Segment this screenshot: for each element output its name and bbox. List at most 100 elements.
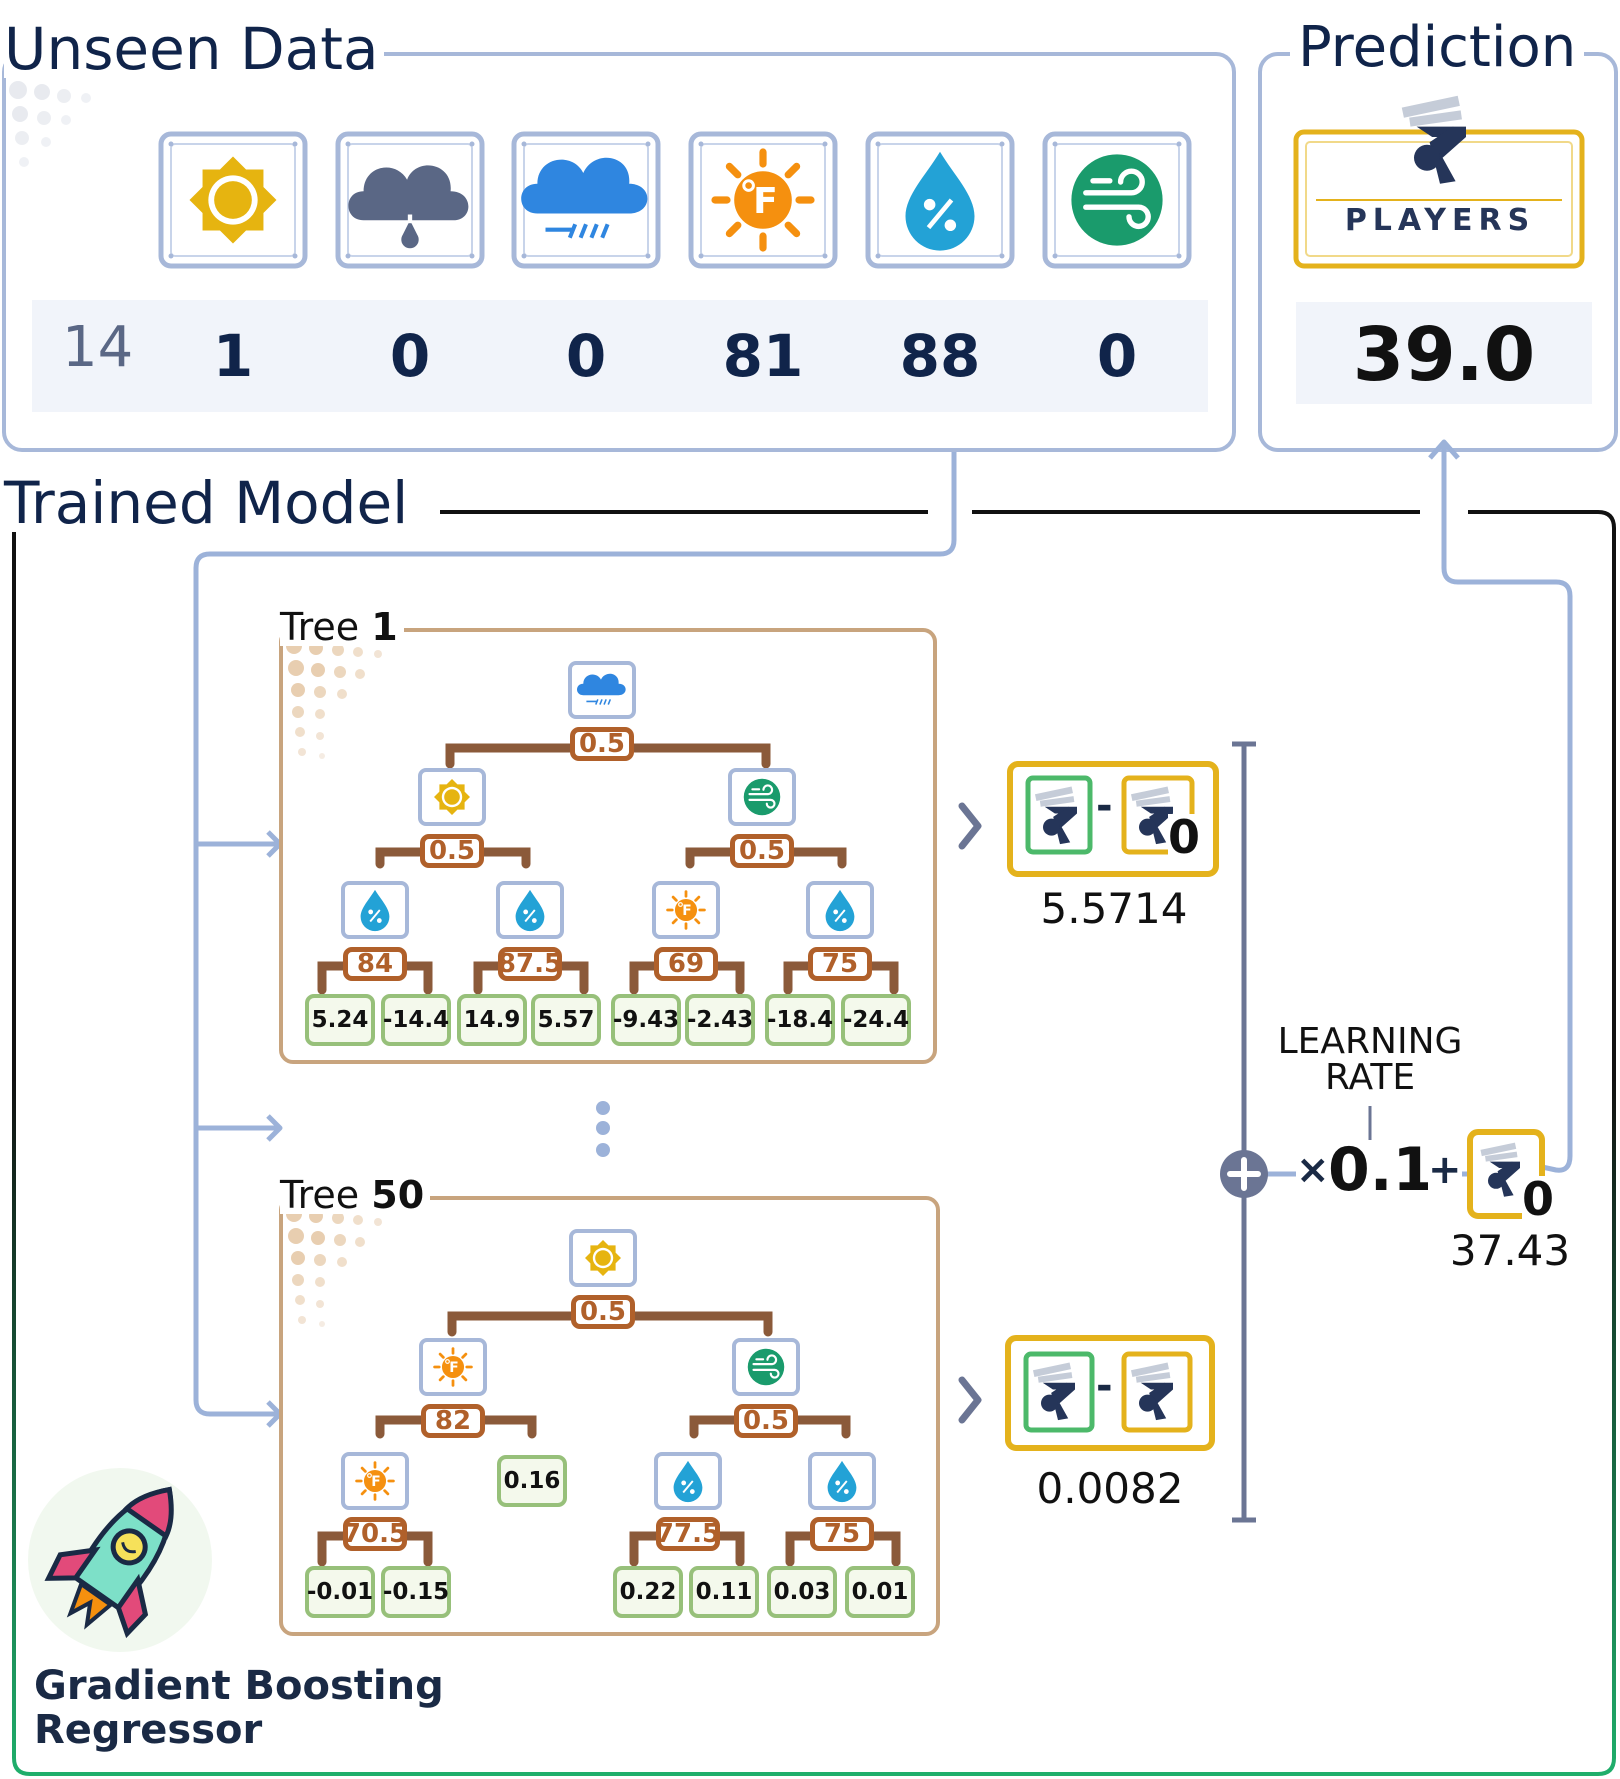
plus-sign: + [1428, 1147, 1462, 1193]
tree1-root-threshold: 0.5 [570, 727, 634, 761]
tree50-threshold-r: 0.5 [734, 1404, 798, 1438]
tree1-frame [279, 628, 937, 1064]
tree1-leaf: 14.9 [457, 994, 527, 1046]
feature-temperature [691, 134, 835, 266]
tree50-leaf: 0.01 [845, 1566, 915, 1618]
tree50-frame [279, 1196, 940, 1636]
value-sunny: 1 [212, 322, 254, 390]
tree50-root-node [569, 1229, 637, 1287]
tree50-leaf: 0.11 [689, 1566, 759, 1618]
tree1-leaf: -24.4 [841, 994, 911, 1046]
tree1-threshold-r: 0.5 [730, 834, 794, 868]
tree50-label: Tree [280, 1173, 360, 1217]
tree1-minus: - [1096, 783, 1113, 829]
tree1-leaf: 5.57 [531, 994, 601, 1046]
tree1-leaf: -9.43 [611, 994, 681, 1046]
tree1-node-r [728, 768, 796, 826]
tree50-leaf: 0.22 [613, 1566, 683, 1618]
trained-model-frame [12, 510, 1616, 1776]
learning-rate-label-line2: RATE [1324, 1057, 1416, 1098]
tree50-output-card [958, 1335, 1215, 1451]
tree1-threshold-l: 0.5 [420, 834, 484, 868]
learning-rate-value: 0.1 [1328, 1135, 1435, 1205]
tree1-threshold-ll: 84 [343, 947, 407, 981]
tree50-number: 50 [371, 1173, 425, 1217]
tree1-leaf: -14.4 [381, 994, 451, 1046]
temperature-icon [355, 1461, 395, 1501]
players-label: PLAYERS [1344, 203, 1536, 238]
chevron-right-icon [958, 802, 982, 850]
unseen-data-frame [2, 52, 1236, 452]
vertical-ellipsis-icon [596, 1101, 610, 1157]
prediction-band [1296, 302, 1592, 404]
trained-model-title: Trained Model [4, 474, 415, 532]
tree50-output: 0.0082 [1036, 1464, 1184, 1513]
tree1-node-rr [806, 881, 874, 939]
temperature-icon [433, 1347, 473, 1387]
tree1-leaf: -2.43 [685, 994, 755, 1046]
chevron-right-icon [958, 1376, 982, 1424]
tree1-subscript: 0 [1168, 810, 1201, 864]
tree1-title: Tree 1 [280, 608, 404, 646]
unseen-data-title: Unseen Data [4, 20, 385, 78]
initial-subscript: 0 [1522, 1172, 1555, 1226]
feature-humidity [868, 134, 1012, 266]
tree50-node-r [732, 1338, 800, 1396]
value-overcast: 0 [389, 322, 431, 390]
tree50-node-l [419, 1338, 487, 1396]
value-rainy: 0 [565, 322, 607, 390]
tree50-leaf: -0.15 [381, 1566, 451, 1618]
prediction-title: Prediction [1290, 20, 1585, 76]
feature-wind [1045, 134, 1189, 266]
values-band [32, 300, 1208, 412]
feature-sunny [161, 134, 305, 266]
tree50-node-rl [654, 1452, 722, 1510]
tree50-leaf: 0.16 [497, 1455, 567, 1507]
temperature-icon [666, 890, 706, 930]
tree1-leaf: 5.24 [305, 994, 375, 1046]
tree1-leaf: -18.4 [765, 994, 835, 1046]
times-sign: × [1296, 1147, 1330, 1193]
tree1-output-card [958, 761, 1219, 877]
tree1-number: 1 [371, 605, 398, 649]
tree50-node-ll [341, 1452, 409, 1510]
learning-rate-label: LEARNING RATE [1260, 1024, 1480, 1096]
rocket-icon [28, 1468, 212, 1652]
tree1-node-ll [341, 881, 409, 939]
tree1-node-rl [652, 881, 720, 939]
initial-prediction-value: 37.43 [1449, 1226, 1571, 1275]
sunny-icon [585, 1240, 621, 1276]
tree1-threshold-rr: 75 [808, 947, 872, 981]
players-card [1293, 95, 1585, 269]
tree50-node-rr [808, 1452, 876, 1510]
tree50-title: Tree 50 [280, 1173, 431, 1217]
row-id: 14 [62, 315, 134, 380]
wind-icon [1071, 154, 1162, 245]
feature-rainy [514, 134, 658, 266]
value-wind: 0 [1096, 322, 1138, 390]
tree50-leaf: 0.03 [767, 1566, 837, 1618]
prediction-value: 39.0 [1352, 312, 1536, 398]
tree1-node-lr [496, 881, 564, 939]
tree1-root-node [568, 661, 636, 719]
tree1-threshold-lr: 87.5 [497, 947, 563, 981]
tree50-threshold-ll: 70.5 [342, 1517, 408, 1551]
learning-rate-label-line1: LEARNING [1277, 1021, 1463, 1062]
tree1-node-l [418, 768, 486, 826]
value-temperature: 81 [722, 322, 804, 390]
model-name-line1: Gradient Boosting [34, 1663, 444, 1709]
summation-bracket [1232, 741, 1256, 1523]
feature-overcast [338, 134, 482, 266]
plus-circle-icon [1220, 1150, 1268, 1198]
tree50-root-threshold: 0.5 [571, 1295, 635, 1329]
value-humidity: 88 [899, 322, 981, 390]
temperature-icon [715, 152, 811, 248]
tree50-threshold-rl: 77.5 [655, 1517, 721, 1551]
tree1-label: Tree [280, 605, 360, 649]
model-name: Gradient Boosting Regressor [34, 1664, 444, 1752]
wind-icon [746, 1347, 786, 1387]
tree1-threshold-rl: 69 [654, 947, 718, 981]
tree50-threshold-rr: 75 [810, 1517, 874, 1551]
tree50-threshold-l: 82 [421, 1404, 485, 1438]
model-name-line2: Regressor [34, 1707, 263, 1753]
